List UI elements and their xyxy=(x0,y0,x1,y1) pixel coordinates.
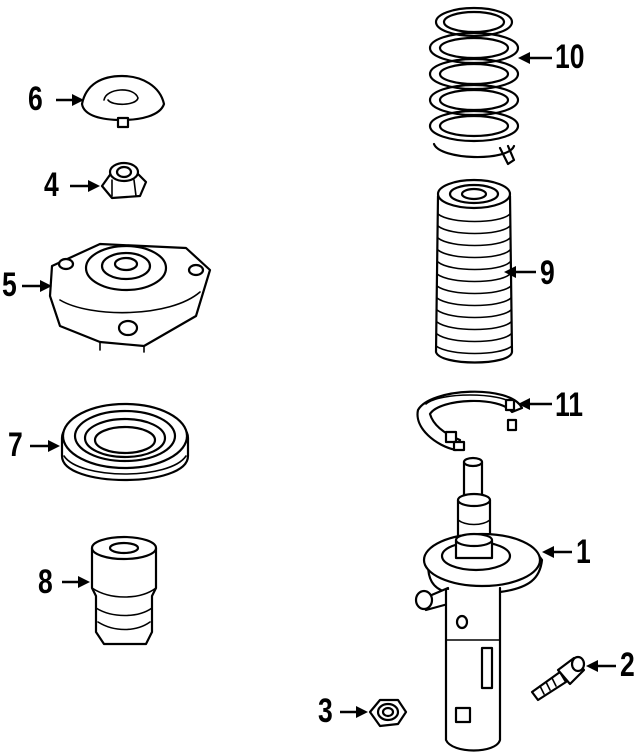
part-8-bump-stop[interactable] xyxy=(90,535,158,646)
arrow-2 xyxy=(586,660,616,672)
part-2-bolt[interactable] xyxy=(530,655,586,702)
callout-8: 8 xyxy=(38,563,53,601)
arrow-10 xyxy=(518,52,552,64)
callout-7: 7 xyxy=(8,426,23,464)
arrow-1 xyxy=(542,546,572,558)
callout-5: 5 xyxy=(2,266,17,304)
part-1-strut-assembly[interactable] xyxy=(414,456,544,752)
part-5-strut-mount[interactable] xyxy=(48,242,212,353)
arrow-3 xyxy=(340,706,368,718)
callout-3: 3 xyxy=(318,692,333,730)
callout-6: 6 xyxy=(28,80,43,118)
callout-1: 1 xyxy=(576,533,591,571)
part-7-bearing-seat[interactable] xyxy=(60,402,190,482)
arrow-8 xyxy=(62,576,90,588)
arrow-4 xyxy=(70,180,100,192)
part-9-dust-boot[interactable] xyxy=(434,178,514,364)
callout-10: 10 xyxy=(555,38,585,76)
part-11-spring-insulator[interactable] xyxy=(416,390,524,452)
callout-4: 4 xyxy=(44,166,59,204)
part-10-coil-spring[interactable] xyxy=(428,6,520,166)
arrow-5 xyxy=(22,280,52,292)
arrow-6 xyxy=(56,94,84,106)
part-6-cap[interactable] xyxy=(80,74,166,129)
part-3-nut[interactable] xyxy=(368,698,408,728)
arrow-11 xyxy=(518,398,552,410)
callout-9: 9 xyxy=(540,254,555,292)
callout-2: 2 xyxy=(620,646,635,684)
arrow-9 xyxy=(504,266,536,278)
part-4-nut[interactable] xyxy=(100,161,148,200)
arrow-7 xyxy=(30,440,60,452)
callout-11: 11 xyxy=(555,386,584,424)
